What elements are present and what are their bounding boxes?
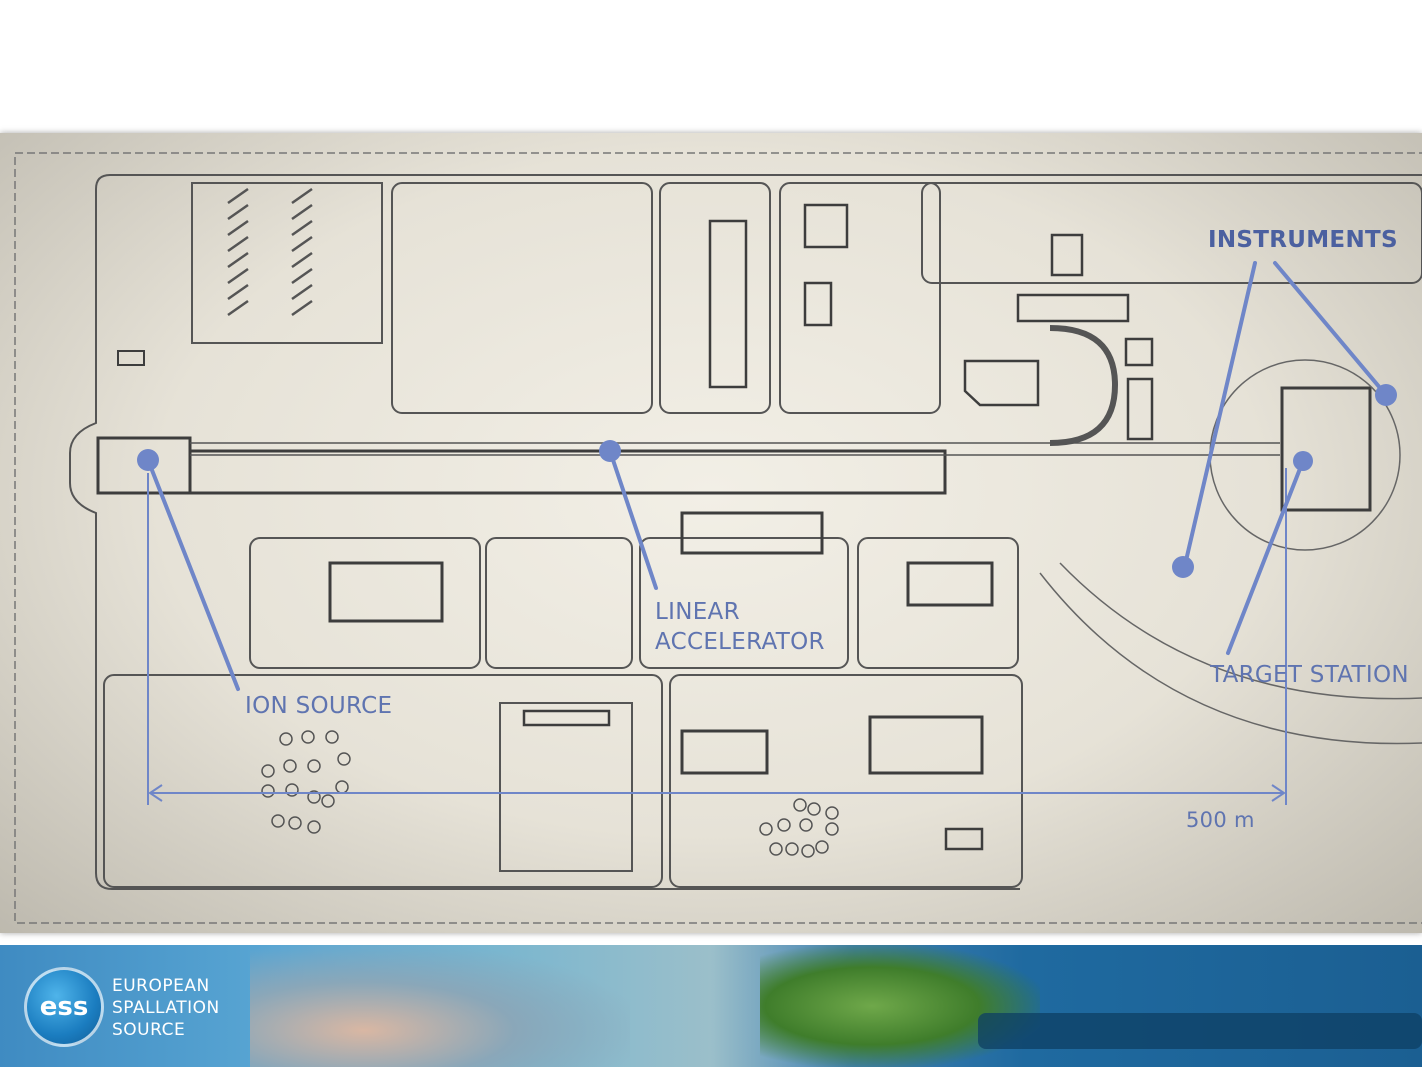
ion-source-label: ION SOURCE xyxy=(245,693,393,719)
site-block xyxy=(391,182,653,414)
site-boundary xyxy=(14,152,1422,924)
building xyxy=(803,281,833,327)
ion-source-pointer xyxy=(146,458,240,691)
org-name-line: SOURCE xyxy=(112,1020,186,1040)
linac-dot xyxy=(599,440,621,462)
linear-accelerator-label: LINEAR ACCELERATOR xyxy=(655,599,825,655)
building xyxy=(1126,377,1154,441)
site-block xyxy=(249,537,481,669)
site-block xyxy=(485,537,633,669)
site-block xyxy=(779,182,941,414)
target-station-label: TARGET STATION xyxy=(1210,662,1409,688)
instruments-label: INSTRUMENTS xyxy=(1208,227,1398,253)
target-pointer xyxy=(1226,459,1305,655)
annotation-pointers xyxy=(137,261,1397,691)
trees-left xyxy=(261,730,351,834)
site-block xyxy=(857,537,1019,669)
building xyxy=(1124,337,1154,367)
org-name-line: EUROPEAN xyxy=(112,976,210,996)
banner-photo xyxy=(250,945,630,1067)
site-block xyxy=(639,537,849,669)
instrument-hall-arc xyxy=(1059,562,1422,700)
site-road xyxy=(69,174,1422,890)
building xyxy=(1016,293,1130,323)
site-block xyxy=(659,182,771,414)
building xyxy=(328,561,444,623)
linac-pointer xyxy=(608,449,658,590)
site-block xyxy=(103,674,663,888)
footer-banner: ess EUROPEAN SPALLATION SOURCE xyxy=(0,945,1422,1067)
instrument-hall-arc xyxy=(1039,572,1422,745)
site-plan-drawing xyxy=(14,152,1422,924)
target-dot xyxy=(1293,451,1313,471)
building xyxy=(522,709,611,727)
building xyxy=(1050,233,1084,277)
parking-stripes xyxy=(227,187,313,317)
building xyxy=(944,827,984,851)
scale-label: 500 m xyxy=(1186,808,1255,832)
trees-right xyxy=(759,798,839,858)
building xyxy=(906,561,994,607)
site-block xyxy=(921,182,1422,284)
building xyxy=(708,219,748,389)
site-block xyxy=(669,674,1023,888)
ess-logo: ess xyxy=(24,967,104,1047)
instruments-dot xyxy=(1172,556,1194,578)
building xyxy=(680,729,769,775)
instruments-pointer xyxy=(1273,261,1388,397)
ion-source-dot xyxy=(137,449,159,471)
building xyxy=(803,203,849,249)
instruments-pointer xyxy=(1183,261,1257,567)
org-name: EUROPEAN SPALLATION SOURCE xyxy=(112,975,220,1041)
building xyxy=(868,715,984,775)
building xyxy=(963,359,1040,407)
scale-bar xyxy=(147,468,1287,805)
cryo-plant xyxy=(499,702,633,872)
target-building xyxy=(1280,386,1372,512)
beam-return-loop xyxy=(1049,325,1119,446)
banner-bar xyxy=(978,1013,1422,1049)
linac-tunnel xyxy=(188,449,947,495)
site-plan: INSTRUMENTS LINEAR ACCELERATOR ION SOURC… xyxy=(0,133,1422,933)
org-name-line: SPALLATION xyxy=(112,998,220,1018)
parking-block xyxy=(191,182,383,344)
building xyxy=(117,350,145,366)
instruments-dot xyxy=(1375,384,1397,406)
building xyxy=(680,511,824,555)
